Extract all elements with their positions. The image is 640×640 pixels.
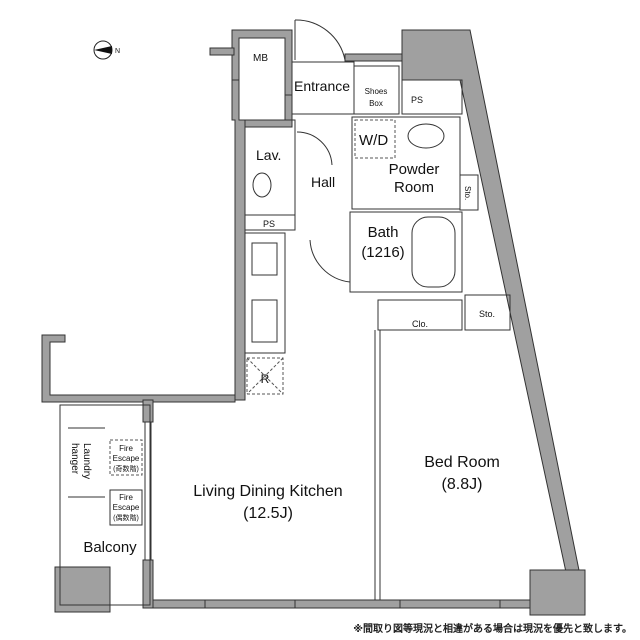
walls (41, 29, 586, 616)
svg-text:hanger: hanger (69, 443, 80, 475)
room-ps-lav: PS (263, 219, 275, 229)
svg-text:Room: Room (394, 179, 434, 196)
footnote: ※間取り図等現況と相違がある場合は現況を優先と致します。 (353, 622, 632, 635)
fire-escape-odd: Fire (119, 444, 133, 453)
svg-text:Escape: Escape (113, 454, 140, 463)
room-mb: MB (253, 53, 268, 64)
svg-text:(1216): (1216) (361, 244, 404, 261)
room-bedroom: Bed Room (424, 454, 500, 471)
room-hall: Hall (311, 174, 335, 190)
svg-text:N: N (115, 48, 120, 55)
laundry-hanger: Laundry (81, 443, 92, 479)
interior-lines (59, 19, 511, 609)
svg-text:(偶数階): (偶数階) (113, 513, 139, 522)
room-lav: Lav. (256, 147, 281, 163)
room-ps-top: PS (411, 95, 423, 105)
room-entrance: Entrance (294, 78, 350, 94)
room-closet: Clo. (412, 319, 428, 329)
svg-text:Box: Box (369, 99, 383, 108)
fire-escape-even: Fire (119, 493, 133, 502)
svg-text:(奇数階): (奇数階) (113, 464, 139, 473)
svg-text:(12.5J): (12.5J) (243, 505, 293, 522)
room-powder-room: Powder (389, 161, 440, 178)
room-ldk: Living Dining Kitchen (193, 483, 342, 500)
room-shoes-box: Shoes (365, 87, 388, 96)
room-sto-lower: Sto. (479, 309, 495, 319)
svg-text:Escape: Escape (113, 503, 140, 512)
room-balcony: Balcony (83, 539, 137, 556)
refrigerator-space: R (261, 372, 270, 386)
room-bath: Bath (368, 224, 399, 241)
north-arrow-icon: N (93, 40, 120, 60)
svg-text:(8.8J): (8.8J) (442, 476, 483, 493)
room-wd: W/D (359, 132, 388, 149)
room-sto-upper: Sto. (463, 186, 472, 200)
